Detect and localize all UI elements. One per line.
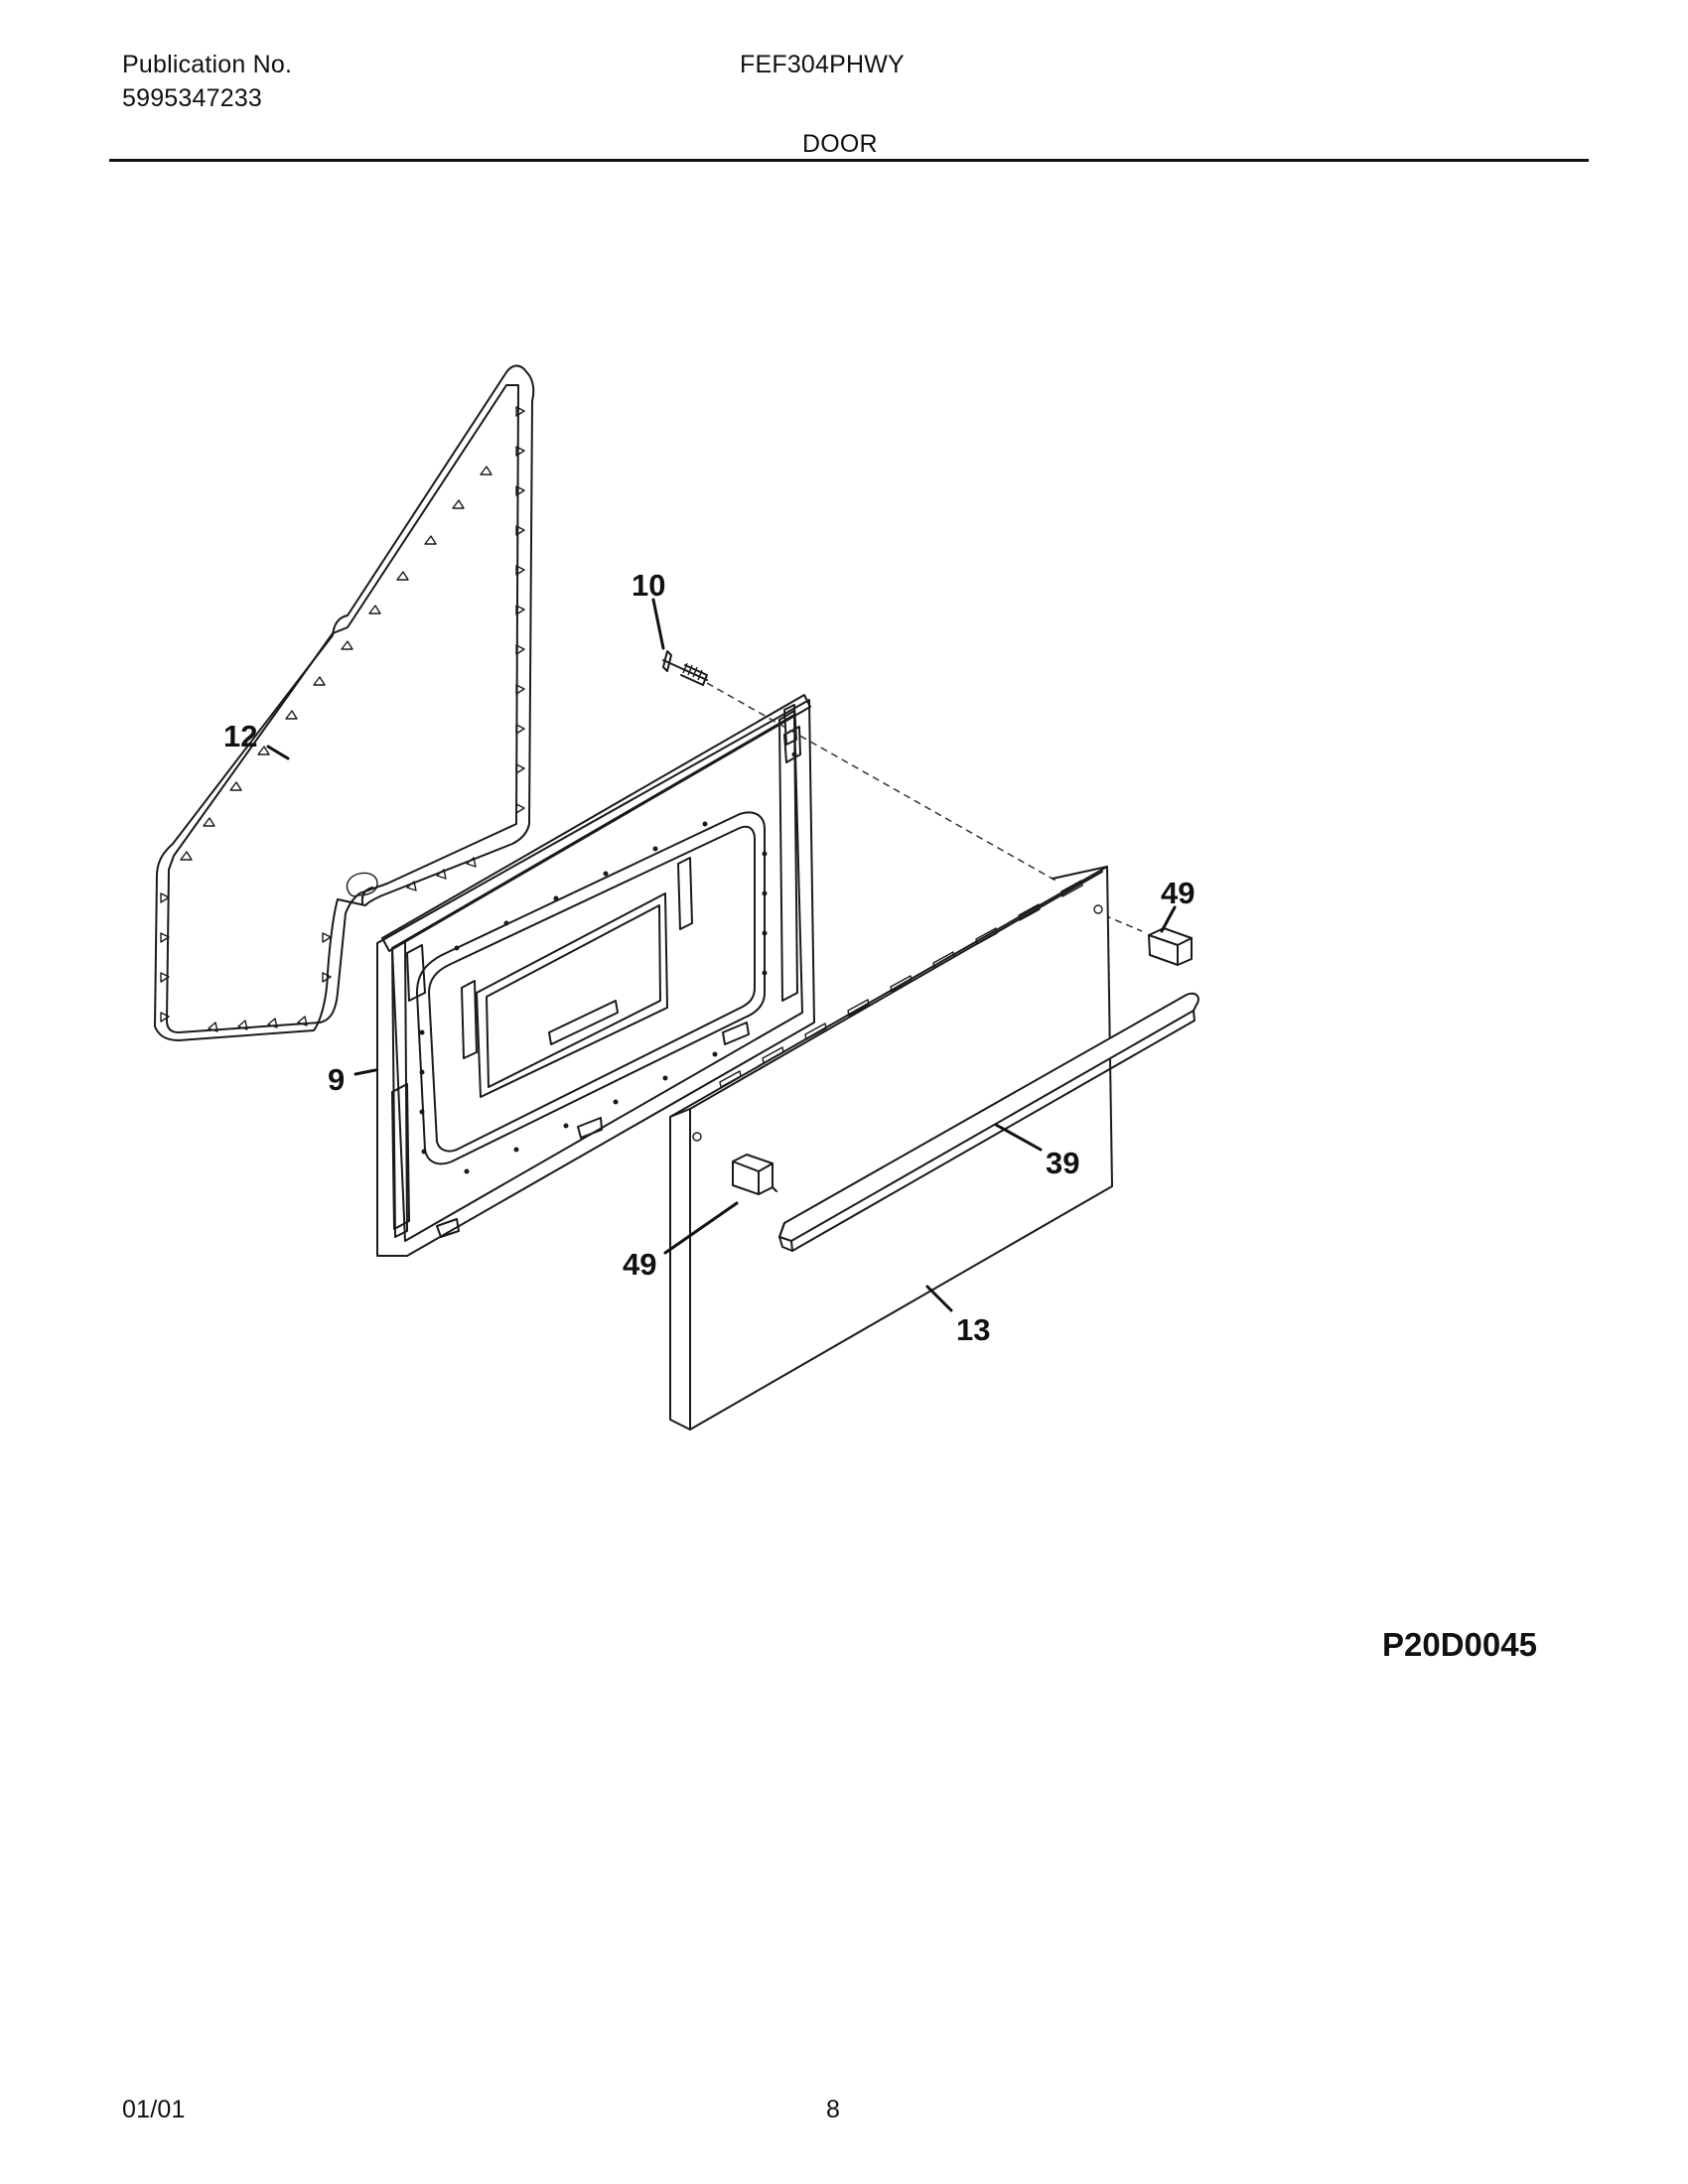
model-number: FEF304PHWY — [740, 51, 905, 78]
door-handle-part — [778, 992, 1199, 1252]
publication-label: Publication No. — [122, 51, 293, 78]
door-gasket-part — [154, 364, 535, 1041]
callout-49-bottom: 49 — [623, 1247, 656, 1282]
screw-alignment-line — [706, 682, 1058, 883]
leader-10 — [651, 598, 665, 650]
inner-door-liner-part — [376, 694, 815, 1257]
callout-49-top: 49 — [1161, 876, 1195, 910]
callout-9: 9 — [328, 1062, 345, 1097]
outer-door-panel-part — [669, 866, 1113, 1431]
callout-10: 10 — [632, 568, 665, 603]
leader-49-top — [1160, 905, 1177, 933]
footer-date: 01/01 — [122, 2096, 186, 2123]
callout-39: 39 — [1046, 1146, 1079, 1180]
handle-cap-part-top — [1148, 927, 1193, 966]
leader-12 — [266, 745, 290, 760]
clip-alignment-line — [1103, 914, 1143, 932]
header-rule — [109, 159, 1589, 162]
publication-number: 5995347233 — [122, 84, 263, 112]
diagram-code: P20D0045 — [1382, 1626, 1537, 1663]
door-vent-slots — [719, 880, 1083, 1088]
door-screw-part — [662, 650, 708, 686]
page-number: 8 — [826, 2096, 841, 2123]
leader-9 — [353, 1068, 377, 1076]
handle-cap-part-bottom — [732, 1154, 777, 1195]
leader-13 — [925, 1285, 953, 1312]
leader-39 — [994, 1123, 1043, 1152]
callout-13: 13 — [956, 1312, 990, 1347]
leader-49-bottom — [663, 1201, 739, 1255]
section-title: DOOR — [802, 130, 878, 158]
callout-12: 12 — [223, 719, 257, 753]
